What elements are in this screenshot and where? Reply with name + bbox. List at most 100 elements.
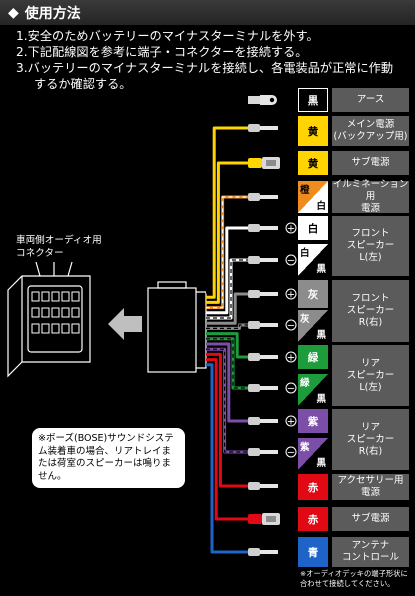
step-text: 下記配線図を参考に端子・コネクターを接続する。 bbox=[27, 45, 308, 59]
plus-icon: + bbox=[287, 353, 295, 364]
wire-function-box: アース bbox=[332, 88, 409, 112]
male-terminal bbox=[260, 195, 278, 199]
wire-color-box-split: 橙白 bbox=[298, 181, 328, 213]
wire-function-line: フロント bbox=[351, 293, 390, 304]
wire-function-box: サブ電源 bbox=[332, 507, 409, 531]
wire-color-box: 赤 bbox=[298, 474, 328, 500]
male-terminal-sleeve bbox=[248, 224, 260, 232]
wire-2 bbox=[206, 161, 248, 304]
male-terminal-sleeve bbox=[248, 384, 260, 392]
wire-stripe-5 bbox=[206, 259, 248, 319]
wire-function-line: アクセサリー用 bbox=[337, 475, 404, 486]
wire-color-label: 白 bbox=[300, 248, 310, 259]
wire-function-line: アンテナ bbox=[351, 540, 390, 551]
wire-function-line: (バックアップ用) bbox=[333, 131, 408, 142]
step-text: 安全のためバッテリーのマイナスターミナルを外す。 bbox=[27, 29, 319, 43]
wire-function-line: スピーカー bbox=[346, 240, 395, 251]
male-terminal bbox=[260, 323, 278, 327]
male-terminal bbox=[260, 292, 278, 296]
wire-function-box: アクセサリー用電源 bbox=[332, 474, 409, 500]
male-terminal bbox=[260, 550, 278, 554]
polarity-circle bbox=[285, 222, 297, 234]
step-number: 3. bbox=[16, 61, 28, 75]
wire-function-line: L(左) bbox=[359, 252, 382, 263]
male-terminal-sleeve bbox=[248, 290, 260, 298]
wire-color-box: 緑 bbox=[298, 345, 328, 369]
wire-color-label: 紫 bbox=[300, 442, 310, 453]
connector-label-line: 車両側オーディオ用 bbox=[16, 235, 102, 246]
male-terminal-sleeve bbox=[248, 482, 260, 490]
harness-connector-drawing bbox=[147, 281, 207, 373]
male-terminal-sleeve bbox=[248, 548, 260, 556]
female-terminal-sleeve bbox=[248, 514, 262, 524]
female-terminal-slot bbox=[266, 160, 276, 166]
male-terminal bbox=[260, 258, 278, 262]
ring-terminal-hole bbox=[269, 97, 275, 103]
wire-function-line: サブ電源 bbox=[351, 513, 390, 524]
wire-color-box: 黄 bbox=[298, 151, 328, 175]
vehicle-connector-label: 車両側オーディオ用 コネクター bbox=[16, 235, 102, 260]
diamond-icon: ◆ bbox=[8, 4, 19, 21]
wire-color-box: 白 bbox=[298, 216, 328, 240]
step-3-continued: するか確認する。 bbox=[34, 77, 132, 91]
wire-12 bbox=[206, 352, 248, 488]
wire-function-line: スピーカー bbox=[346, 305, 395, 316]
male-terminal-sleeve bbox=[248, 353, 260, 361]
wire-6 bbox=[206, 292, 248, 325]
wire-function-box: サブ電源 bbox=[332, 151, 409, 175]
male-terminal bbox=[260, 450, 278, 454]
male-terminal-sleeve bbox=[248, 448, 260, 456]
instruction-steps: 1.安全のためバッテリーのマイナスターミナルを外す。 2.下記配線図を参考に端子… bbox=[16, 28, 408, 92]
polarity-circle bbox=[285, 446, 297, 458]
wire-function-line: メイン電源 bbox=[346, 119, 395, 130]
wire-color-box: 青 bbox=[298, 537, 328, 567]
wire-function-line: コントロール bbox=[341, 552, 399, 563]
male-terminal-sleeve bbox=[248, 321, 260, 329]
male-terminal bbox=[260, 419, 278, 423]
wire-1 bbox=[206, 126, 248, 299]
plus-icon: + bbox=[287, 224, 295, 235]
bottom-note: ※オーディオデッキの端子形状に合わせて接続してください。 bbox=[300, 569, 408, 588]
wire-function-box: アンテナコントロール bbox=[332, 537, 409, 567]
step-number: 2. bbox=[16, 45, 28, 59]
wire-stripe-11 bbox=[206, 348, 248, 453]
arrow-left-icon bbox=[108, 308, 142, 340]
step-text: バッテリーのマイナスターミナルを接続し、各電装品が正常に作動 bbox=[27, 61, 394, 75]
wire-function-box: イルミネーション用電源 bbox=[332, 179, 409, 214]
wire-color-box: 赤 bbox=[298, 507, 328, 531]
wire-color-box-split: 灰黒 bbox=[298, 310, 328, 342]
section-header: ◆ 使用方法 bbox=[0, 0, 415, 25]
wire-function-line: スピーカー bbox=[346, 369, 395, 381]
ring-terminal-sleeve bbox=[248, 96, 260, 104]
female-terminal-slot bbox=[266, 516, 276, 522]
wire-color-label: 灰 bbox=[300, 314, 310, 325]
wire-function-line: L(左) bbox=[359, 381, 382, 393]
wire-8 bbox=[206, 332, 248, 359]
plus-icon: + bbox=[287, 417, 295, 428]
wire-color-box: 紫 bbox=[298, 409, 328, 433]
male-terminal bbox=[260, 484, 278, 488]
plus-icon: + bbox=[287, 290, 295, 301]
wire-function-line: サブ電源 bbox=[351, 157, 390, 168]
wire-stripe-label: 黒 bbox=[316, 458, 326, 469]
minus-icon: − bbox=[287, 321, 295, 332]
male-terminal-sleeve bbox=[248, 193, 260, 201]
wire-4 bbox=[206, 226, 248, 315]
male-terminal-sleeve bbox=[248, 256, 260, 264]
wire-function-line: R(右) bbox=[358, 317, 383, 328]
wire-color-box: 灰 bbox=[298, 280, 328, 308]
polarity-circle bbox=[285, 254, 297, 266]
step-2: 2.下記配線図を参考に端子・コネクターを接続する。 bbox=[16, 44, 408, 60]
minus-icon: − bbox=[287, 256, 295, 267]
wire-0 bbox=[206, 98, 248, 294]
wire-function-box: メイン電源(バックアップ用) bbox=[332, 116, 409, 146]
male-terminal bbox=[260, 126, 278, 130]
wire-13 bbox=[206, 358, 248, 521]
wire-10 bbox=[206, 342, 248, 423]
male-terminal bbox=[260, 226, 278, 230]
